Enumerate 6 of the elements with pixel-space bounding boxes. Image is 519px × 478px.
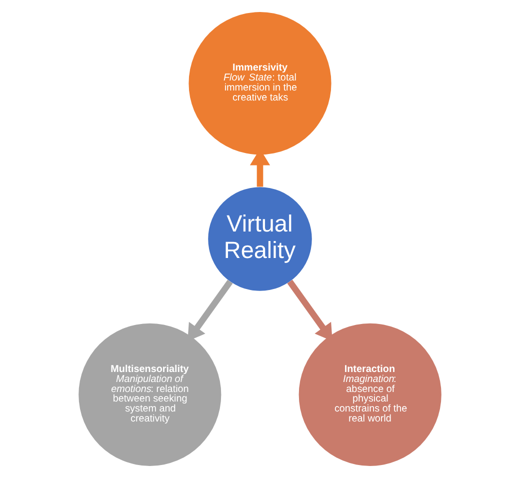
node-circle: Immersivity Flow State: total immersion in the creative taks [188, 12, 331, 155]
node-circle: Multisensoriality Manipulation of emotions: relation between seeking system and creativity [78, 323, 221, 466]
node-circle: Virtual Reality [208, 187, 312, 291]
arrow [187, 280, 232, 342]
node-circle: Interaction Imagination: absence of physical constrains of the real world [298, 323, 441, 466]
arrow [286, 280, 332, 342]
